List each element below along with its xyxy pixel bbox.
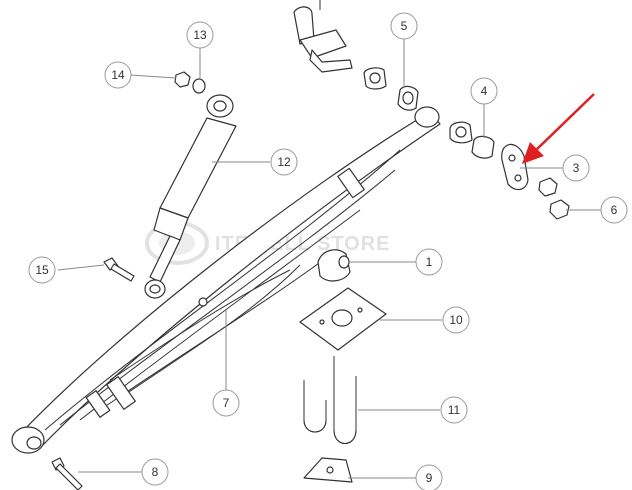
callout-11: 11 — [440, 396, 468, 424]
part-nut-upper — [538, 177, 558, 197]
callout-13: 13 — [186, 21, 214, 49]
part-9-bracket — [303, 457, 353, 483]
leaf-spring — [11, 106, 441, 454]
part-1-bump-stop — [317, 249, 351, 282]
callout-4-label: 4 — [481, 84, 488, 98]
callout-13-label: 13 — [193, 28, 207, 42]
callout-12-label: 12 — [277, 155, 291, 169]
callout-12: 12 — [270, 148, 298, 176]
leader-lines — [57, 38, 602, 479]
callout-15: 15 — [28, 256, 56, 284]
highlight-arrow — [522, 93, 595, 164]
callout-5-label: 5 — [401, 19, 408, 33]
part-11-u-bolts — [303, 356, 357, 444]
callout-9: 9 — [415, 464, 443, 490]
callout-6: 6 — [600, 196, 628, 224]
callout-15-label: 15 — [35, 263, 49, 277]
part-13-washer — [192, 78, 206, 94]
callout-7-label: 7 — [223, 396, 230, 410]
part-6-nut — [549, 199, 570, 220]
part-8-bolt — [51, 457, 83, 490]
callout-14-label: 14 — [111, 68, 125, 82]
callout-3-label: 3 — [573, 161, 580, 175]
part-4-bushings — [449, 121, 495, 159]
callout-1-label: 1 — [426, 255, 433, 269]
part-5-bushings — [363, 67, 419, 111]
part-15-bolt — [103, 257, 135, 282]
callout-6-label: 6 — [611, 203, 618, 217]
callout-10-label: 10 — [449, 313, 463, 327]
callout-14: 14 — [104, 61, 132, 89]
callout-11-label: 11 — [448, 403, 461, 417]
callout-7: 7 — [212, 389, 240, 417]
part-14-nut — [174, 71, 191, 88]
shock-absorber — [144, 94, 237, 299]
callout-4: 4 — [470, 77, 498, 105]
callout-3: 3 — [562, 154, 590, 182]
part-10-spring-plate — [299, 287, 387, 351]
callout-10: 10 — [442, 306, 470, 334]
callout-1: 1 — [415, 248, 443, 276]
callout-8: 8 — [141, 458, 169, 486]
callout-8-label: 8 — [152, 465, 159, 479]
callout-9-label: 9 — [426, 471, 433, 485]
part-3-shackle-plate — [501, 143, 529, 191]
callout-5: 5 — [390, 12, 418, 40]
shackle-bracket — [293, 0, 353, 73]
